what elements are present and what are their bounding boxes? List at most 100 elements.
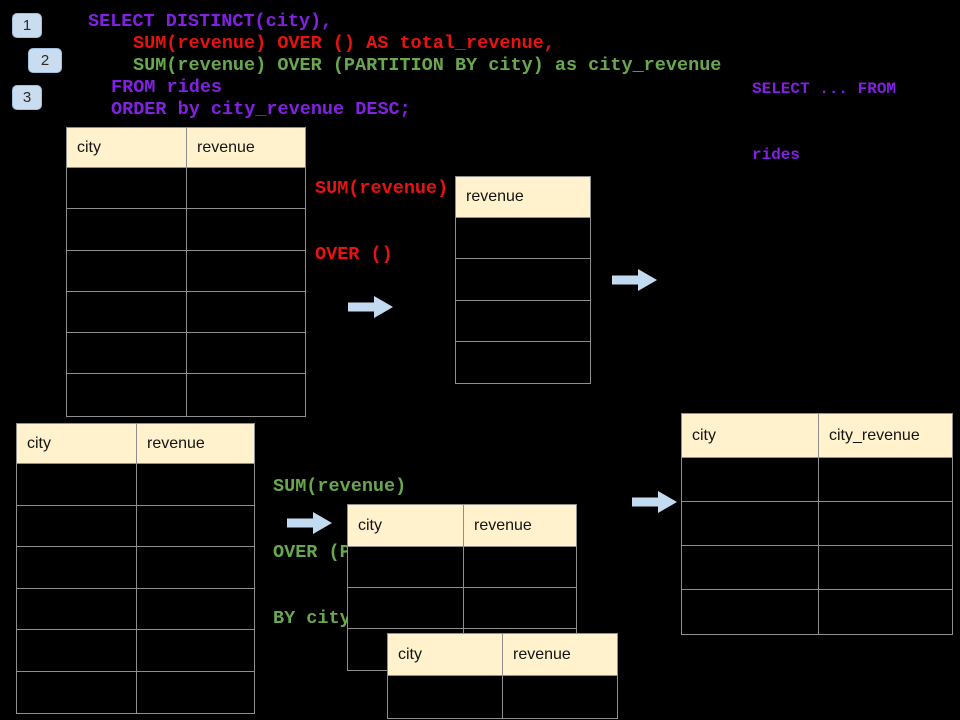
table-cell — [682, 458, 819, 501]
table-header-row: revenue — [456, 177, 590, 218]
sql-line-total-revenue: SUM(revenue) OVER () AS total_revenue, — [133, 33, 555, 54]
table-cell — [464, 588, 576, 628]
table-cell — [17, 588, 137, 629]
table-cell — [17, 505, 137, 546]
column-header: revenue — [197, 138, 255, 156]
arrow-right-icon — [287, 512, 332, 534]
step-badge-1: 1 — [12, 13, 42, 38]
table-cell — [819, 502, 952, 545]
table-header-row: city revenue — [67, 128, 305, 168]
table-cell — [819, 590, 952, 634]
table-cell — [187, 374, 305, 415]
table-row — [456, 301, 590, 342]
table-row — [348, 547, 576, 588]
table-cell — [348, 588, 464, 628]
table-source-top: city revenue — [66, 127, 306, 417]
table-cell — [67, 333, 187, 374]
arrow-right-icon — [632, 491, 677, 513]
table-cell — [137, 630, 254, 671]
column-header: revenue — [513, 645, 571, 663]
table-cell — [464, 547, 576, 587]
column-header: city — [17, 424, 137, 463]
table-cell — [456, 218, 590, 258]
table-cell — [819, 458, 952, 501]
sql-line-select: SELECT DISTINCT(city), — [88, 11, 333, 32]
step-badge-3: 3 — [12, 85, 42, 110]
sql-line-from: FROM rides — [111, 77, 223, 98]
table-partition-step-overlay: city revenue — [387, 633, 618, 719]
table-row — [682, 502, 952, 546]
step-badge-2: 2 — [28, 48, 62, 73]
table-cell — [187, 333, 305, 373]
table-row — [17, 464, 254, 506]
table-row — [17, 547, 254, 589]
table-cell — [137, 589, 254, 630]
table-cell — [67, 168, 187, 209]
table-cell — [17, 464, 137, 505]
table-row — [67, 333, 305, 375]
table-cell — [819, 546, 952, 589]
table-row — [67, 374, 305, 416]
table-row — [17, 505, 254, 547]
table-cell — [17, 547, 137, 588]
table-source-bottom: city revenue — [16, 423, 255, 714]
table-row — [682, 590, 952, 634]
table-row — [17, 671, 254, 714]
table-header-row: city revenue — [348, 505, 576, 547]
table-row — [456, 342, 590, 383]
table-cell — [348, 547, 464, 587]
column-header: city_revenue — [829, 426, 920, 444]
table-cell — [187, 168, 305, 208]
arrow-right-icon — [348, 296, 393, 318]
table-header-row: city revenue — [17, 424, 254, 464]
table-row — [388, 676, 617, 718]
table-row — [456, 259, 590, 301]
table-cell — [137, 547, 254, 588]
column-header: revenue — [474, 516, 532, 534]
table-row — [348, 588, 576, 629]
table-row — [67, 250, 305, 292]
table-cell — [388, 676, 503, 718]
table-total-revenue-result: revenue — [455, 176, 591, 385]
table-row — [17, 588, 254, 630]
column-header: revenue — [147, 434, 205, 452]
table-cell — [187, 292, 305, 332]
table-cell — [67, 374, 187, 416]
table-cell — [17, 630, 137, 671]
table-cell — [456, 342, 590, 383]
column-header: city — [348, 505, 464, 546]
annotation-total-revenue: SUM(revenue) OVER () — [315, 134, 448, 310]
column-header: city — [67, 128, 187, 167]
table-row — [67, 168, 305, 210]
table-cell — [682, 590, 819, 634]
side-note-select-from-rides: SELECT ... FROM rides — [752, 34, 896, 210]
table-row — [682, 458, 952, 502]
arrow-right-icon — [612, 269, 657, 291]
table-cell — [503, 676, 617, 718]
table-cell — [682, 546, 819, 589]
annotation-line: OVER () — [315, 244, 393, 265]
table-cell — [456, 301, 590, 341]
column-header: city — [388, 634, 503, 675]
table-cell — [137, 672, 254, 714]
table-cell — [67, 250, 187, 291]
table-cell — [67, 209, 187, 250]
table-cell — [456, 259, 590, 299]
table-cell — [187, 209, 305, 249]
sql-line-order-by: ORDER by city_revenue DESC; — [111, 99, 411, 120]
sql-line-partition: SUM(revenue) OVER (PARTITION BY city) as… — [133, 55, 722, 76]
annotation-line: SUM(revenue) — [273, 476, 407, 497]
table-cell — [682, 502, 819, 545]
table-row — [67, 291, 305, 334]
table-cell — [17, 671, 137, 713]
table-cell — [137, 464, 254, 505]
side-note-line: SELECT ... FROM — [752, 80, 897, 98]
table-cell — [187, 251, 305, 291]
table-row — [17, 630, 254, 672]
table-row — [67, 209, 305, 251]
table-row — [456, 218, 590, 260]
side-note-line: rides — [752, 146, 801, 164]
